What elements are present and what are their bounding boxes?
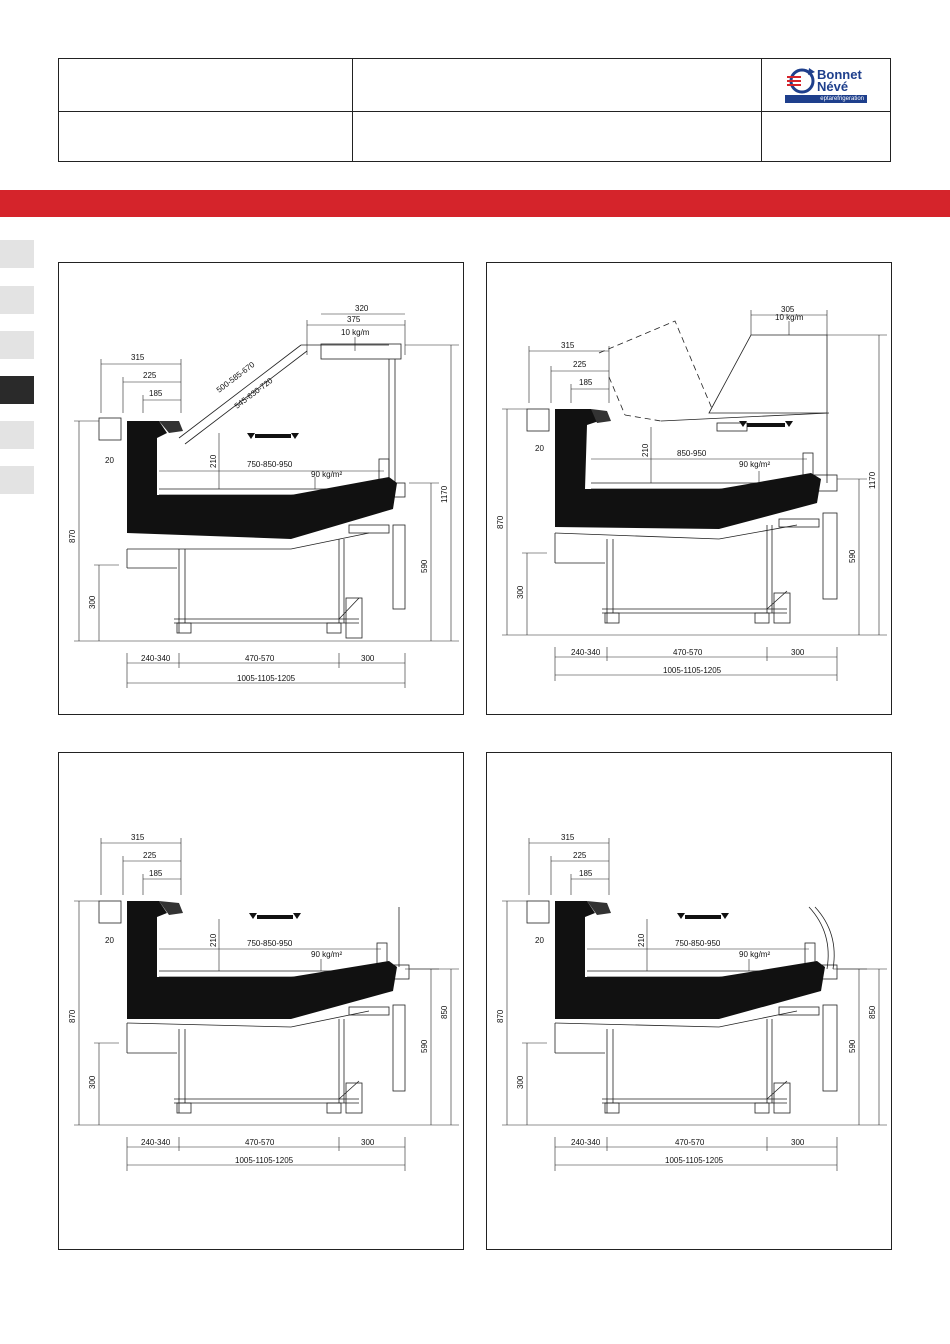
dim-470-570: 470-570 <box>675 1138 705 1147</box>
dim-850: 850 <box>440 1005 449 1019</box>
dim-1170: 1170 <box>440 485 449 503</box>
dim-225: 225 <box>143 371 157 380</box>
dim-300-bottom: 300 <box>361 654 375 663</box>
header-divider <box>352 59 353 161</box>
logo-text-line2: Névé <box>817 79 849 94</box>
dim-185: 185 <box>579 869 593 878</box>
side-tab-6[interactable] <box>0 466 34 494</box>
dim-300: 300 <box>88 595 97 609</box>
dim-20: 20 <box>535 936 544 945</box>
dim-240-340: 240-340 <box>141 654 171 663</box>
drawing-panel-2: 315 225 185 305 10 kg/m 20 210 850-950 9… <box>486 262 892 715</box>
dim-315: 315 <box>131 833 145 842</box>
dim-590: 590 <box>420 1039 429 1053</box>
dim-590: 590 <box>848 1039 857 1053</box>
dim-240-340: 240-340 <box>571 1138 601 1147</box>
dim-shelf-height: 210 <box>209 933 218 947</box>
dim-590: 590 <box>420 559 429 573</box>
side-tab-2[interactable] <box>0 286 34 314</box>
dim-300: 300 <box>516 1075 525 1089</box>
dim-depth: 850-950 <box>677 449 707 458</box>
dim-870: 870 <box>496 1009 505 1023</box>
section-band <box>0 190 950 217</box>
dim-470-570: 470-570 <box>245 654 275 663</box>
dim-total: 1005-1105-1205 <box>235 1156 294 1165</box>
dim-225: 225 <box>143 851 157 860</box>
section-drawing-4: 315 225 185 20 210 750-850-950 90 kg/m² … <box>496 833 887 1171</box>
dim-1170: 1170 <box>868 471 877 489</box>
side-tab-5[interactable] <box>0 421 34 449</box>
dim-240-340: 240-340 <box>141 1138 171 1147</box>
dim-depth: 750-850-950 <box>247 460 293 469</box>
side-tab-4-active[interactable] <box>0 376 34 404</box>
side-tab-3[interactable] <box>0 331 34 359</box>
dim-300-bottom: 300 <box>791 1138 805 1147</box>
logo-text-line1: Bonnet <box>817 67 862 82</box>
dim-depth: 750-850-950 <box>247 939 293 948</box>
drawing-panel-3: 315 225 185 20 210 750-850-950 90 kg/m² … <box>58 752 464 1250</box>
header-divider <box>59 111 890 112</box>
dim-total: 1005-1105-1205 <box>665 1156 724 1165</box>
dim-300: 300 <box>88 1075 97 1089</box>
load-top: 10 kg/m <box>775 313 804 322</box>
dim-305: 305 <box>781 305 795 314</box>
dim-300-bottom: 300 <box>361 1138 375 1147</box>
dim-shelf-height: 210 <box>637 933 646 947</box>
load-top: 10 kg/m <box>341 328 370 337</box>
dim-300: 300 <box>516 585 525 599</box>
dim-20: 20 <box>105 936 114 945</box>
dim-315: 315 <box>131 353 145 362</box>
dim-470-570: 470-570 <box>673 648 703 657</box>
dim-240-340: 240-340 <box>571 648 601 657</box>
header-divider <box>761 59 762 161</box>
header-table: Bonnet Névé eptarefrigeration <box>58 58 891 162</box>
side-tab-1[interactable] <box>0 240 34 268</box>
dim-20: 20 <box>535 444 544 453</box>
dim-870: 870 <box>68 529 77 543</box>
dim-shelf-height: 210 <box>209 454 218 468</box>
load-shelf: 90 kg/m² <box>311 470 342 479</box>
brand-logo: Bonnet Névé eptarefrigeration <box>783 65 869 107</box>
dim-total: 1005-1105-1205 <box>237 674 296 683</box>
dim-185: 185 <box>149 389 163 398</box>
dim-300-bottom: 300 <box>791 648 805 657</box>
dim-shelf-height: 210 <box>641 443 650 457</box>
dim-225: 225 <box>573 360 587 369</box>
dim-20: 20 <box>105 456 114 465</box>
dim-185: 185 <box>579 378 593 387</box>
dim-total: 1005-1105-1205 <box>663 666 722 675</box>
dim-850: 850 <box>868 1005 877 1019</box>
load-shelf: 90 kg/m² <box>311 950 342 959</box>
dim-315: 315 <box>561 833 575 842</box>
dim-375: 375 <box>347 315 361 324</box>
dim-depth: 750-850-950 <box>675 939 721 948</box>
dim-315: 315 <box>561 341 575 350</box>
section-drawing-2: 315 225 185 305 10 kg/m 20 210 850-950 9… <box>496 305 887 681</box>
dim-870: 870 <box>496 515 505 529</box>
dim-470-570: 470-570 <box>245 1138 275 1147</box>
load-shelf: 90 kg/m² <box>739 950 770 959</box>
dim-870: 870 <box>68 1009 77 1023</box>
dim-185: 185 <box>149 869 163 878</box>
drawing-panel-1: 315 225 185 375 320 10 kg/m 500-585-670 … <box>58 262 464 715</box>
logo-tagline: eptarefrigeration <box>785 95 867 103</box>
section-drawing-3: 315 225 185 20 210 750-850-950 90 kg/m² … <box>68 833 459 1171</box>
load-shelf: 90 kg/m² <box>739 460 770 469</box>
section-drawing-1: 315 225 185 375 320 10 kg/m 500-585-670 … <box>68 304 459 688</box>
dim-225: 225 <box>573 851 587 860</box>
logo-emblem-icon <box>787 68 815 94</box>
dim-320: 320 <box>355 304 369 313</box>
dim-590: 590 <box>848 549 857 563</box>
drawing-panel-4: 315 225 185 20 210 750-850-950 90 kg/m² … <box>486 752 892 1250</box>
